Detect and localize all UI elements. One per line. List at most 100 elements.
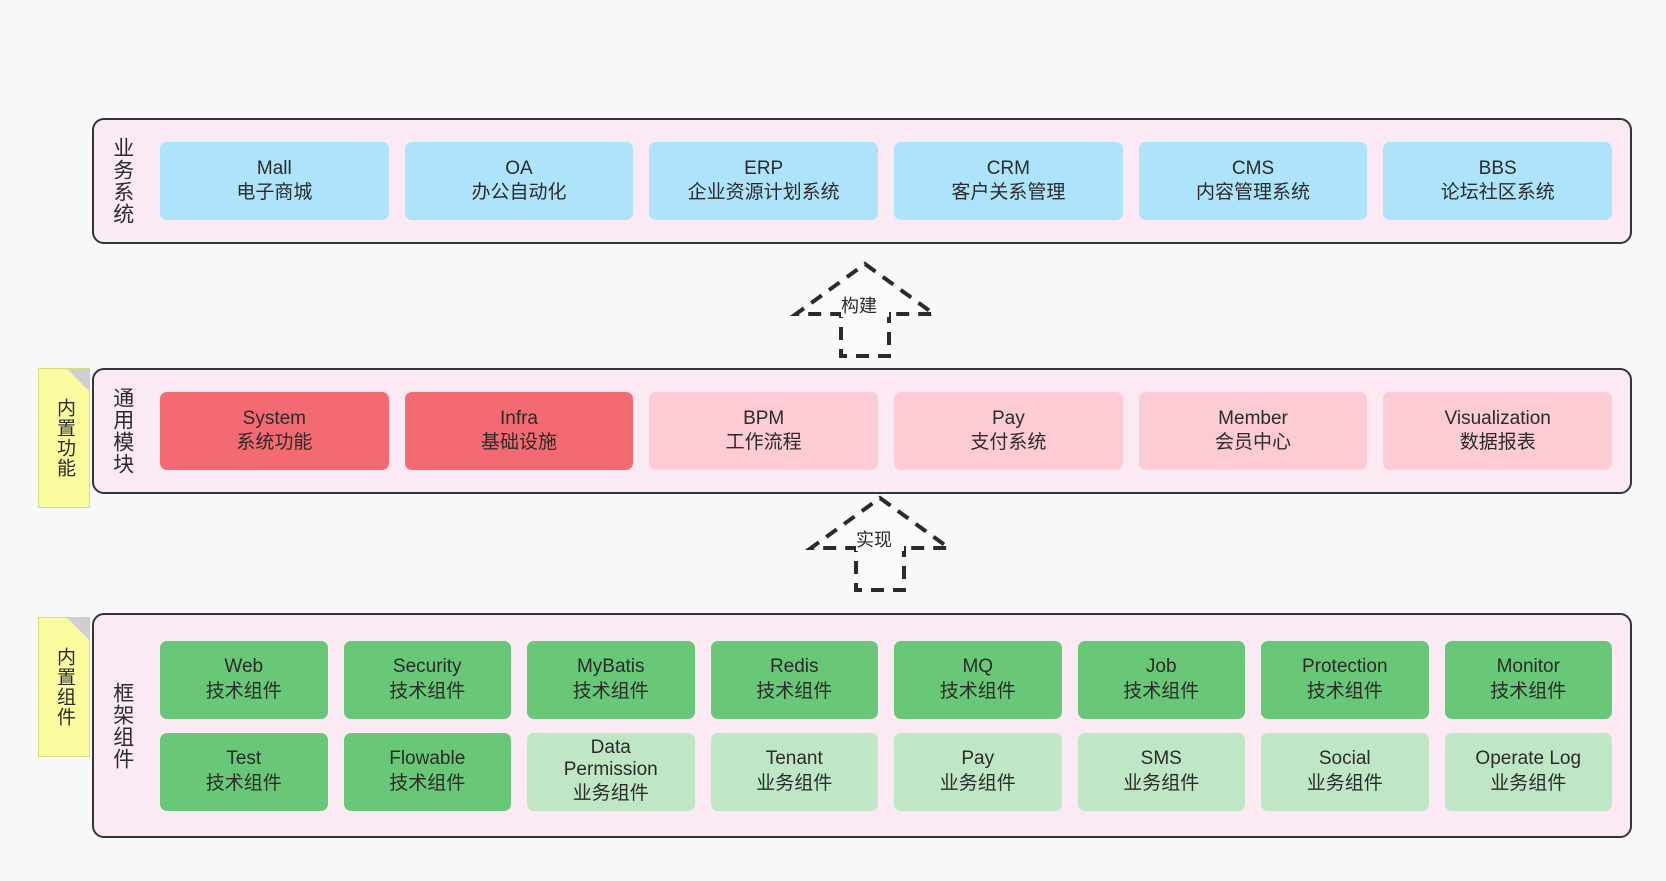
card-mybatis[interactable]: MyBatis 技术组件 bbox=[527, 640, 695, 719]
card-title-cn: 内容管理系统 bbox=[1196, 182, 1311, 203]
card-title-cn: 业务组件 bbox=[1306, 772, 1383, 794]
card-operate-log[interactable]: Operate Log 业务组件 bbox=[1444, 732, 1612, 811]
arrow-label-build: 构建 bbox=[841, 296, 877, 316]
card-title-en: Protection bbox=[1301, 656, 1388, 678]
card-bpm[interactable]: BPM 工作流程 bbox=[649, 392, 879, 470]
note-builtin-function: 内置功能 bbox=[38, 368, 90, 508]
card-title-cn: 技术组件 bbox=[205, 680, 282, 702]
layer-title-business-system: 业务系统 bbox=[110, 137, 134, 225]
card-title-cn: 技术组件 bbox=[939, 680, 1016, 702]
card-flowable[interactable]: Flowable 技术组件 bbox=[343, 732, 511, 811]
card-title-cn: 技术组件 bbox=[389, 680, 466, 702]
card-title-cn: 技术组件 bbox=[756, 680, 833, 702]
card-title-cn: 电子商城 bbox=[236, 182, 313, 203]
card-infra[interactable]: Infra 基础设施 bbox=[404, 392, 634, 470]
card-title-cn: 技术组件 bbox=[205, 772, 282, 794]
arrow-stem bbox=[839, 312, 891, 358]
card-title-en: Pay bbox=[961, 748, 995, 770]
card-title-en: CRM bbox=[986, 157, 1030, 179]
card-visualization[interactable]: Visualization 数据报表 bbox=[1383, 392, 1613, 470]
card-title-en: SMS bbox=[1140, 748, 1182, 770]
layer-body-framework-component: Web 技术组件 Security 技术组件 MyBatis 技术组件 Redi… bbox=[150, 615, 1630, 836]
card-title-en: Operate Log bbox=[1475, 748, 1582, 770]
card-title-cn: 业务组件 bbox=[1490, 772, 1567, 794]
layer-framework-component: 框架组件 Web 技术组件 Security 技术组件 MyBatis 技术组件… bbox=[92, 613, 1632, 838]
card-tenant[interactable]: Tenant 业务组件 bbox=[710, 732, 878, 811]
card-pay-component[interactable]: Pay 业务组件 bbox=[894, 732, 1062, 811]
card-title-en: Job bbox=[1145, 656, 1177, 678]
layer-common-module: 通用模块 System 系统功能 Infra 基础设施 BPM 工作流程 Pay… bbox=[92, 368, 1632, 494]
layer-title-framework-component: 框架组件 bbox=[110, 681, 134, 770]
layer-business-system: 业务系统 Mall 电子商城 OA 办公自动化 ERP 企业资源计划系统 CRM… bbox=[92, 118, 1632, 244]
card-data-permission[interactable]: Data Permission 业务组件 bbox=[527, 732, 695, 811]
card-title-en: MyBatis bbox=[576, 656, 645, 678]
card-title-cn: 技术组件 bbox=[1490, 680, 1567, 702]
card-title-cn: 技术组件 bbox=[572, 680, 649, 702]
arrow-stem bbox=[854, 546, 906, 592]
card-title-en: System bbox=[242, 407, 307, 429]
card-title-en: OA bbox=[505, 157, 533, 179]
card-bbs[interactable]: BBS 论坛社区系统 bbox=[1383, 142, 1613, 220]
card-title-cn: 业务组件 bbox=[939, 772, 1016, 794]
card-title-cn: 业务组件 bbox=[572, 782, 649, 804]
card-title-cn: 客户关系管理 bbox=[951, 182, 1066, 203]
card-title-cn: 业务组件 bbox=[756, 772, 833, 794]
card-title-cn: 论坛社区系统 bbox=[1440, 182, 1555, 203]
card-sms[interactable]: SMS 业务组件 bbox=[1077, 732, 1245, 811]
card-title-en: Visualization bbox=[1444, 407, 1551, 429]
card-title-en: CMS bbox=[1231, 157, 1275, 179]
card-title-en: Test bbox=[226, 748, 262, 770]
card-pay-module[interactable]: Pay 支付系统 bbox=[894, 392, 1123, 470]
card-protection[interactable]: Protection 技术组件 bbox=[1261, 640, 1429, 719]
card-system[interactable]: System 系统功能 bbox=[160, 392, 389, 470]
arrow-implement bbox=[804, 492, 956, 592]
card-title-cn: 技术组件 bbox=[1123, 680, 1200, 702]
card-erp[interactable]: ERP 企业资源计划系统 bbox=[649, 142, 879, 220]
card-title-cn: 会员中心 bbox=[1215, 432, 1292, 453]
card-redis[interactable]: Redis 技术组件 bbox=[710, 640, 878, 719]
framework-row-business: Test 技术组件 Flowable 技术组件 Data Permission … bbox=[152, 732, 1620, 811]
card-title-cn: 办公自动化 bbox=[471, 182, 567, 203]
card-social[interactable]: Social 业务组件 bbox=[1261, 732, 1429, 811]
card-title-cn: 基础设施 bbox=[481, 432, 558, 453]
card-title-cn: 数据报表 bbox=[1459, 432, 1536, 453]
card-title-en: BBS bbox=[1478, 157, 1517, 179]
card-title-en: MQ bbox=[962, 656, 994, 678]
card-web[interactable]: Web 技术组件 bbox=[160, 640, 328, 719]
card-title-en: Social bbox=[1318, 748, 1371, 770]
card-test[interactable]: Test 技术组件 bbox=[160, 732, 328, 811]
layer-body-business-system: Mall 电子商城 OA 办公自动化 ERP 企业资源计划系统 CRM 客户关系… bbox=[150, 120, 1630, 242]
layer-body-common-module: System 系统功能 Infra 基础设施 BPM 工作流程 Pay 支付系统… bbox=[150, 370, 1630, 492]
card-cms[interactable]: CMS 内容管理系统 bbox=[1138, 142, 1368, 220]
card-title-en: Tenant bbox=[765, 748, 823, 770]
card-mq[interactable]: MQ 技术组件 bbox=[894, 640, 1062, 719]
card-title-en: Redis bbox=[769, 656, 819, 678]
note-builtin-component: 内置组件 bbox=[38, 617, 90, 757]
card-title-cn: 支付系统 bbox=[970, 432, 1047, 453]
arrow-build bbox=[789, 258, 941, 358]
card-member[interactable]: Member 会员中心 bbox=[1138, 392, 1368, 470]
card-job[interactable]: Job 技术组件 bbox=[1077, 640, 1245, 719]
card-title-cn: 技术组件 bbox=[1306, 680, 1383, 702]
card-title-en: Monitor bbox=[1496, 656, 1560, 678]
card-title-en: Mall bbox=[256, 157, 292, 179]
arrow-label-implement: 实现 bbox=[856, 530, 892, 550]
card-security[interactable]: Security 技术组件 bbox=[343, 640, 511, 719]
card-title-en: Security bbox=[392, 656, 462, 678]
card-title-en: Pay bbox=[991, 407, 1025, 429]
card-title-en: Infra bbox=[499, 407, 539, 429]
card-title-cn: 企业资源计划系统 bbox=[687, 182, 840, 203]
layer-title-common-module: 通用模块 bbox=[110, 387, 134, 475]
framework-row-technical: Web 技术组件 Security 技术组件 MyBatis 技术组件 Redi… bbox=[152, 640, 1620, 719]
card-mall[interactable]: Mall 电子商城 bbox=[160, 142, 389, 220]
card-title-cn: 业务组件 bbox=[1123, 772, 1200, 794]
card-oa[interactable]: OA 办公自动化 bbox=[404, 142, 634, 220]
card-title-en: Web bbox=[224, 656, 264, 678]
card-crm[interactable]: CRM 客户关系管理 bbox=[894, 142, 1123, 220]
card-title-en: Flowable bbox=[389, 748, 466, 770]
card-title-cn: 工作流程 bbox=[725, 432, 802, 453]
card-title-en: Data Permission bbox=[563, 736, 658, 781]
card-title-cn: 技术组件 bbox=[389, 772, 466, 794]
card-monitor[interactable]: Monitor 技术组件 bbox=[1444, 640, 1612, 719]
